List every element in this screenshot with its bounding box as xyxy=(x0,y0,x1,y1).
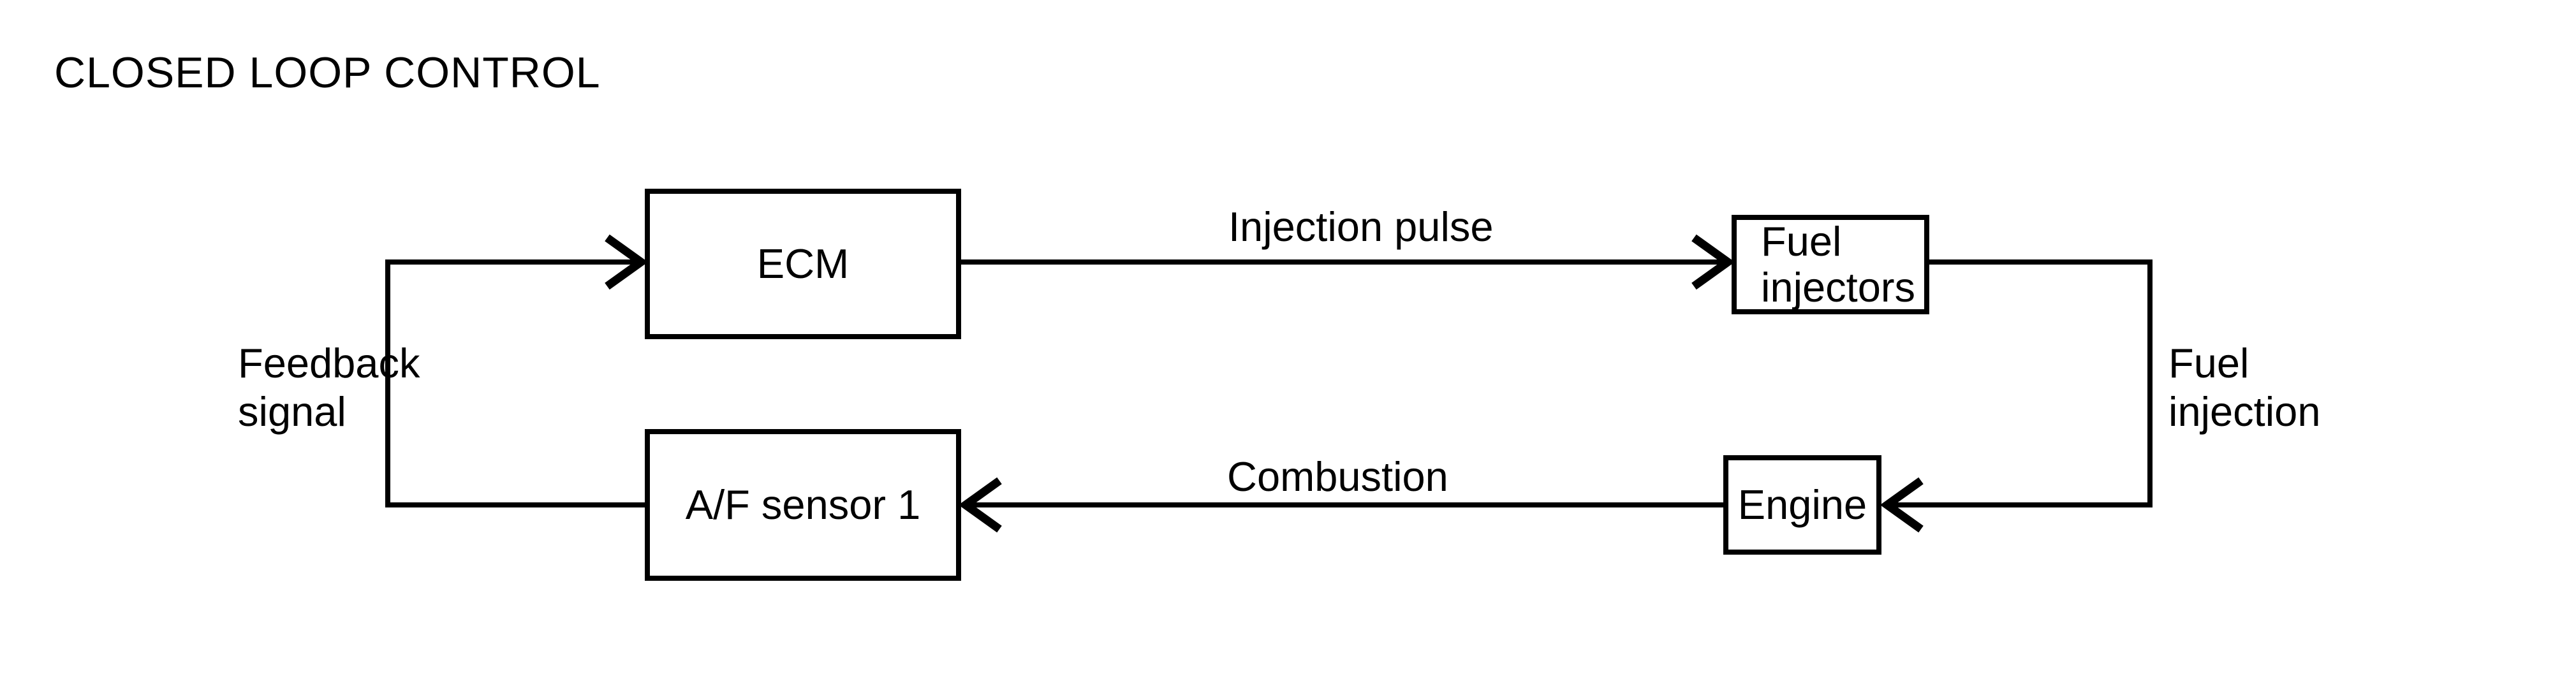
arrowhead-right-icon xyxy=(605,234,649,290)
edge-label-feedback-signal-line1: Feedback xyxy=(238,340,420,386)
diagram-title: CLOSED LOOP CONTROL xyxy=(54,48,601,97)
edge-label-combustion: Combustion xyxy=(1227,453,1448,500)
edge-feedback-line xyxy=(385,234,649,507)
node-engine-label: Engine xyxy=(1737,481,1867,528)
edge-label-fuel-injection-line1: Fuel xyxy=(2168,340,2249,386)
node-ecm: ECM xyxy=(645,189,961,339)
arrowhead-left-icon xyxy=(958,477,1002,533)
node-fuel-injectors-label-line1: Fuel xyxy=(1761,218,1842,265)
edge-combustion-line xyxy=(958,477,1723,533)
edge-injection-pulse-line xyxy=(961,234,1735,290)
node-ecm-label: ECM xyxy=(756,240,850,287)
edge-fuel-injection-line xyxy=(1880,259,2153,533)
node-af-sensor-1-label: A/F sensor 1 xyxy=(685,481,921,528)
node-af-sensor-1: A/F sensor 1 xyxy=(645,429,961,581)
edge-label-injection-pulse: Injection pulse xyxy=(1228,203,1494,250)
edge-label-feedback-signal-line2: signal xyxy=(238,388,346,435)
arrowhead-left-icon xyxy=(1880,477,1924,533)
edge-label-fuel-injection-line2: injection xyxy=(2168,388,2321,435)
node-engine: Engine xyxy=(1723,455,1881,555)
arrowhead-right-icon xyxy=(1691,234,1735,290)
node-fuel-injectors-label-line2: injectors xyxy=(1761,264,1916,310)
